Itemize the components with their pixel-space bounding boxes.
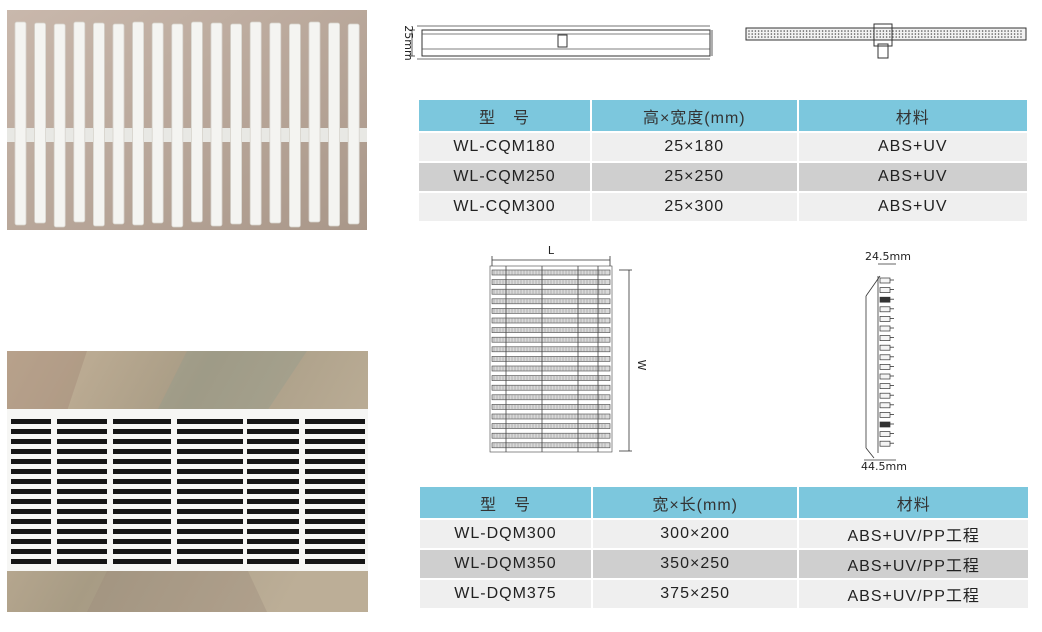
table-row: WL-DQM375 375×250 ABS+UV/PP工程 [420,580,1028,608]
bottom-dimension-label: 44.5mm [861,460,907,473]
header-model: 型 号 [420,487,591,518]
dqm-plan-drawing: L W [484,240,648,460]
cell-dimensions: 375×250 [592,580,798,608]
cell-dimensions: 25×250 [592,163,797,191]
header-dimensions: 宽×长(mm) [592,487,798,518]
header-dimensions: 高×宽度(mm) [592,100,797,131]
header-material: 材料 [798,100,1027,131]
cell-material: ABS+UV/PP工程 [799,580,1028,608]
cell-material: ABS+UV [798,133,1027,161]
table-row: WL-CQM180 25×180 ABS+UV [419,133,1027,161]
length-dimension-label: L [548,244,555,257]
height-dimension-label: 25mm [402,25,415,60]
spec-table-cqm: 型 号 高×宽度(mm) 材料 WL-CQM180 25×180 ABS+UV … [417,98,1029,223]
cell-dimensions: 300×200 [592,520,798,548]
spec-table-dqm: 型 号 宽×长(mm) 材料 WL-DQM300 300×200 ABS+UV/… [418,485,1030,610]
product-photo-dqm [7,351,368,612]
cell-model: WL-CQM300 [419,193,590,221]
dqm-section-drawing: 24.5mm 44.5mm [850,248,930,478]
cell-material: ABS+UV [798,193,1027,221]
width-dimension-label: W [635,360,648,371]
table-row: WL-CQM250 25×250 ABS+UV [419,163,1027,191]
cell-dimensions: 25×300 [592,193,797,221]
cell-model: WL-CQM250 [419,163,590,191]
cell-material: ABS+UV [798,163,1027,191]
cell-model: WL-DQM375 [420,580,591,608]
header-model: 型 号 [419,100,590,131]
cell-dimensions: 25×180 [592,133,797,161]
table-row: WL-DQM350 350×250 ABS+UV/PP工程 [420,550,1028,578]
header-material: 材料 [799,487,1028,518]
table-row: WL-DQM300 300×200 ABS+UV/PP工程 [420,520,1028,548]
product-photo-cqm [7,10,367,230]
cqm-top-drawing [744,22,1029,62]
cell-model: WL-CQM180 [419,133,590,161]
cqm-side-drawing: 25mm [396,22,726,66]
cell-material: ABS+UV/PP工程 [799,520,1028,548]
cell-material: ABS+UV/PP工程 [799,550,1028,578]
cell-model: WL-DQM350 [420,550,591,578]
table-row: WL-CQM300 25×300 ABS+UV [419,193,1027,221]
cell-dimensions: 350×250 [592,550,798,578]
top-dimension-label: 24.5mm [865,250,911,263]
cell-model: WL-DQM300 [420,520,591,548]
